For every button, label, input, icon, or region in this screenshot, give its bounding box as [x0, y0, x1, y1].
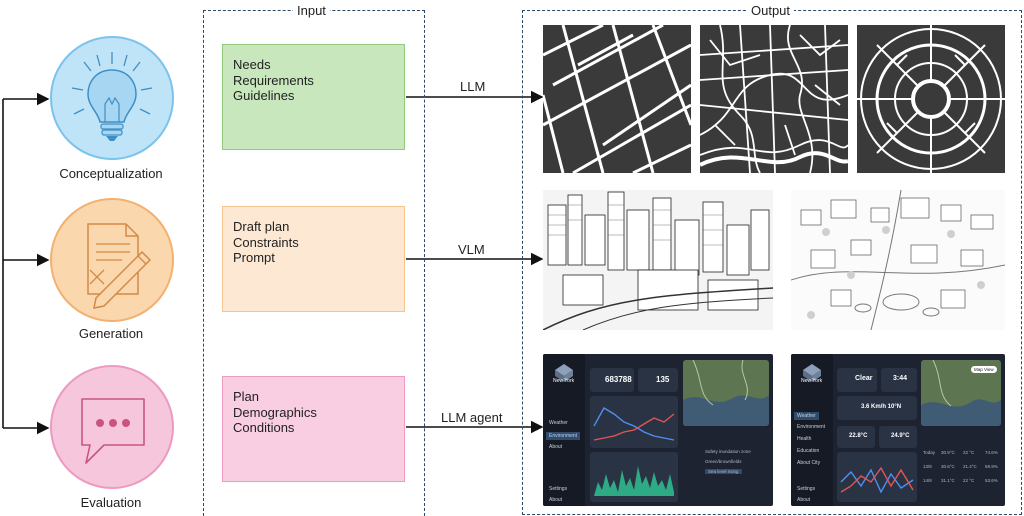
chat-bubble-icon [81, 398, 145, 464]
dashboard2-forecast-high-2: 30.6°C [941, 464, 955, 469]
dashboard2-nav-health[interactable]: Health [797, 436, 812, 442]
plan-line-2: Demographics [233, 404, 317, 420]
dashboard2-time-card: 3:44 [881, 368, 917, 392]
dashboard2-forecast-high-3: 31.1°C [941, 478, 955, 483]
dashboard1-nav-environment[interactable]: Environment [546, 432, 581, 440]
street-network-organic [700, 25, 848, 173]
dashboard1-kpi-card-1: 683788 [590, 368, 634, 392]
dashboard2-time-value: 3:44 [893, 375, 908, 382]
stage-label-evaluation: Evaluation [80, 495, 142, 510]
dashboard-weather: New York Weather Environment Health Educ… [791, 354, 1005, 506]
plan-line-3: Conditions [233, 420, 295, 435]
dashboard2-wind-value: 3.6 Km/h 10°N [861, 404, 902, 410]
dashboard2-forecast-day-3: 14/8 [923, 478, 932, 483]
dashboard2-nav-education[interactable]: Education [797, 448, 820, 454]
city-sketch-downtown [543, 190, 773, 330]
dashboard2-nav-environment[interactable]: Environment [797, 424, 826, 430]
dashboard1-map[interactable] [683, 360, 769, 426]
draft-line-3: Prompt [233, 250, 275, 265]
dashboard1-alert-3: Sea level rising [705, 469, 742, 474]
dashboard1-alert-1: Safety inundation zone [705, 449, 751, 454]
street-network-grid [543, 25, 691, 173]
input-title: Input [293, 3, 330, 18]
street-network-radial [857, 25, 1005, 173]
generation-circle [50, 198, 174, 322]
dashboard1-kpi-value-2: 135 [656, 375, 670, 384]
dashboard2-temp-value-1: 22.8°C [849, 433, 868, 439]
dashboard-environment: New York Weather Environment About Setti… [543, 354, 773, 506]
stage-label-generation: Generation [78, 326, 144, 341]
dashboard2-weather-card: Clear [837, 368, 877, 392]
dashboard2-nav-weather[interactable]: Weather [794, 412, 819, 420]
needs-line-3: Guidelines [233, 88, 295, 103]
plan-box: Plan Demographics Conditions [222, 376, 405, 482]
dashboard1-footer-settings[interactable]: Settings [549, 486, 568, 492]
dashboard1-alert-2: Green/brownfields [705, 459, 742, 464]
dashboard1-kpi-card-2: 135 [638, 368, 678, 392]
evaluation-circle [50, 365, 174, 489]
dashboard1-footer-about[interactable]: About [549, 497, 563, 503]
dashboard2-footer-settings[interactable]: Settings [797, 486, 816, 492]
city-logo-icon [555, 364, 573, 382]
needs-box: Needs Requirements Guidelines [222, 44, 405, 150]
dashboard2-sidebar: New York Weather Environment Health Educ… [791, 354, 833, 506]
draft-box: Draft plan Constraints Prompt [222, 206, 405, 312]
needs-line-1: Needs [233, 57, 271, 72]
dashboard2-forecast-low-3: 22 °C [963, 478, 975, 483]
dashboard1-nav-about[interactable]: About [549, 444, 563, 450]
city-logo-icon [803, 364, 821, 382]
dashboard2-line-chart [837, 452, 917, 502]
city-sketch-suburban [791, 190, 1005, 330]
dashboard2-city: New York [801, 378, 823, 384]
dashboard2-map[interactable]: Map View [921, 360, 1001, 426]
draft-line-1: Draft plan [233, 219, 290, 234]
dashboard2-forecast-low-1: 22 °C [963, 450, 975, 455]
dashboard2-temp-value-2: 24.9°C [891, 433, 910, 439]
dashboard2-map-view-button[interactable]: Map View [971, 366, 997, 373]
dashboard2-forecast-hum-3: 53.6% [985, 478, 998, 483]
dashboard1-city: New York [553, 378, 575, 384]
dashboard1-kpi-value-1: 683788 [605, 375, 632, 384]
dashboard2-forecast-hum-1: 74.6% [985, 450, 998, 455]
output-title: Output [747, 3, 795, 18]
needs-line-2: Requirements [233, 72, 314, 88]
dashboard1-line-chart [590, 396, 678, 448]
draft-line-2: Constraints [233, 234, 299, 250]
stage-label-conceptualization: Conceptualization [59, 166, 163, 181]
dashboard1-area-chart [590, 452, 678, 502]
dashboard2-forecast-low-2: 21.4°C [963, 464, 977, 469]
dashboard2-temp-card-2: 24.9°C [879, 426, 917, 448]
dashboard2-nav-about-city[interactable]: About City [797, 460, 821, 466]
dashboard2-forecast-day-2: 13/8 [923, 464, 932, 469]
dashboard2-forecast-hum-2: 58.9% [985, 464, 998, 469]
model-label-vlm: VLM [458, 242, 485, 257]
document-pencil-icon [87, 223, 152, 309]
model-label-llm-agent: LLM agent [441, 410, 503, 425]
dashboard2-temp-card-1: 22.8°C [837, 426, 875, 448]
dashboard2-footer-about[interactable]: About [797, 497, 811, 503]
model-label-llm: LLM [460, 79, 486, 94]
plan-line-1: Plan [233, 389, 260, 404]
lightbulb-icon [71, 52, 153, 141]
dashboard2-forecast-day-1: Today [923, 450, 936, 455]
dashboard2-forecast-high-1: 30.9°C [941, 450, 955, 455]
conceptualization-circle [50, 36, 174, 160]
dashboard1-sidebar: New York Weather Environment About Setti… [543, 354, 585, 506]
dashboard2-wind-card: 3.6 Km/h 10°N [837, 396, 917, 420]
dashboard1-nav-weather[interactable]: Weather [549, 420, 568, 426]
dashboard2-weather-value: Clear [855, 375, 873, 382]
